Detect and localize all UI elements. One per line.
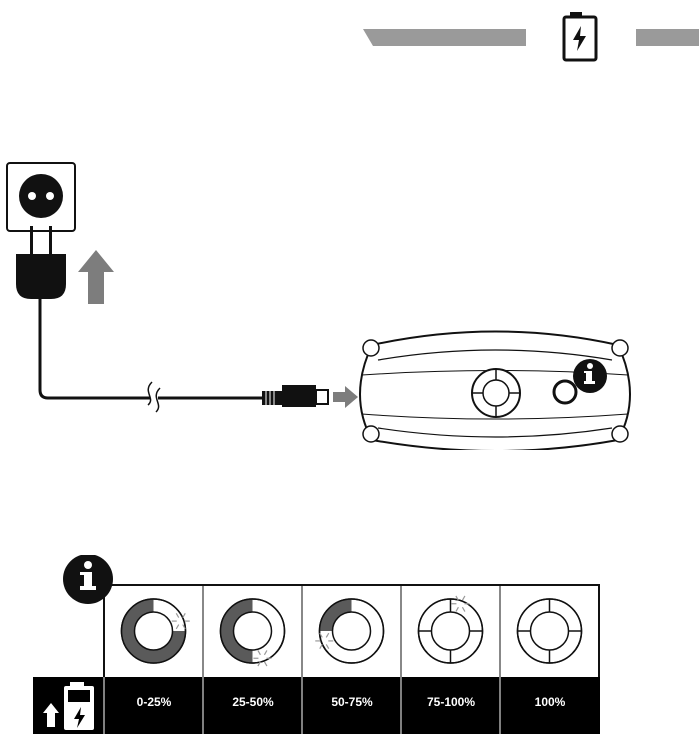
ring-fill-2 — [319, 599, 352, 631]
power-plug-icon — [16, 226, 66, 299]
level-label-4: 100% — [534, 695, 566, 709]
charge-ring-4 — [516, 598, 583, 664]
blink-indicator — [253, 650, 272, 667]
device-charger-icon — [359, 330, 631, 450]
battery-charging-icon — [43, 682, 94, 730]
cable-break — [147, 381, 161, 413]
right-arrow-icon — [333, 386, 358, 408]
ring-fill-0 — [121, 599, 186, 663]
level-label-0: 0-25% — [136, 695, 172, 709]
charge-ring-1 — [219, 598, 286, 667]
cable — [38, 299, 262, 400]
charge-rings — [120, 595, 583, 667]
blink-indicator — [171, 612, 190, 630]
battery-charging-icon — [562, 12, 598, 62]
ring-fill-1 — [220, 599, 253, 663]
header-bar-right — [636, 29, 699, 46]
up-arrow-icon — [78, 250, 114, 304]
wall-socket-icon — [6, 162, 76, 232]
level-label-1: 25-50% — [232, 695, 274, 709]
level-label-3: 75-100% — [426, 695, 476, 709]
header-strip — [363, 12, 699, 62]
device-power-button[interactable] — [552, 379, 578, 405]
usb-connector-icon — [262, 385, 329, 407]
info-icon — [63, 555, 113, 604]
table-footer-bar — [33, 677, 600, 734]
blink-indicator — [315, 632, 334, 650]
blink-indicator — [451, 595, 470, 612]
info-icon — [573, 359, 607, 393]
charge-level-table — [33, 555, 600, 734]
charge-ring-3 — [417, 595, 484, 664]
charge-ring-2 — [315, 598, 385, 664]
charge-ring-0 — [120, 598, 190, 664]
level-label-2: 50-75% — [331, 695, 373, 709]
connection-diagram — [6, 162, 631, 450]
header-bar-left — [363, 29, 526, 46]
